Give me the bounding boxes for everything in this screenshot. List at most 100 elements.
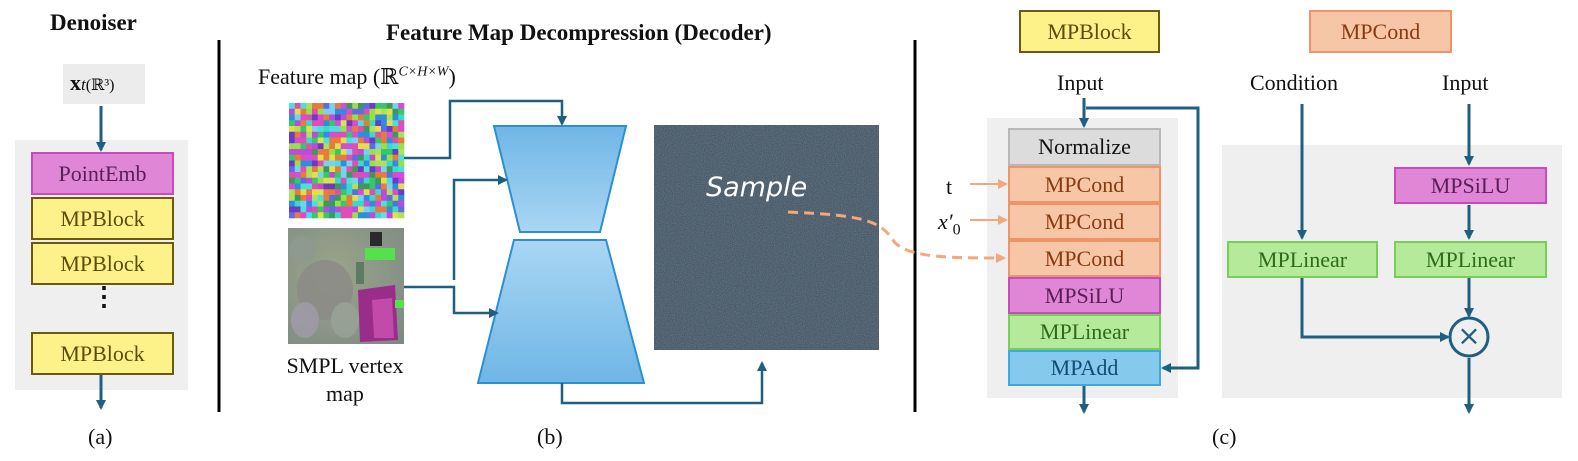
feature-map-cell: [398, 160, 405, 167]
feature-map-cell: [369, 131, 376, 138]
feature-map-cell: [312, 154, 319, 161]
feature-map-cell: [358, 149, 365, 156]
feature-map-cell: [346, 166, 353, 173]
feature-map-cell: [381, 131, 388, 138]
feature-map-cell: [375, 108, 382, 115]
feature-map-cell: [335, 131, 342, 138]
feature-map-cell: [300, 206, 307, 213]
feature-map-cell: [323, 212, 330, 219]
feature-map-cell: [375, 137, 382, 144]
feature-map-cell: [375, 131, 382, 138]
feature-map-cell: [329, 195, 336, 202]
feature-map-cell: [329, 149, 336, 156]
feature-map-cell: [346, 172, 353, 179]
feature-map-cell: [340, 166, 347, 173]
feature-map-cell: [300, 183, 307, 190]
feature-map-cell: [294, 160, 301, 167]
feature-map-cell: [392, 177, 399, 184]
feature-map-cell: [358, 160, 365, 167]
feature-map-cell: [352, 137, 359, 144]
feature-map-cell: [323, 131, 330, 138]
feature-map-cell: [381, 137, 388, 144]
feature-map-cell: [381, 189, 388, 196]
feature-map-cell: [335, 206, 342, 213]
feature-map-cell: [335, 126, 342, 133]
feature-map-cell: [329, 131, 336, 138]
feature-map-cell: [369, 126, 376, 133]
feature-map-cell: [386, 114, 393, 121]
feature-map-cell: [300, 120, 307, 127]
feature-map-cell: [386, 195, 393, 202]
feature-map-cell: [386, 120, 393, 127]
feature-map-cell: [294, 195, 301, 202]
arrow-smpl-to-encoder: [452, 175, 508, 280]
feature-map-cell: [346, 103, 353, 110]
feature-map-cell: [381, 212, 388, 219]
feature-map-cell: [323, 154, 330, 161]
feature-map-cell: [381, 195, 388, 202]
feature-map-cell: [335, 120, 342, 127]
feature-map-cell: [312, 143, 319, 150]
feature-map-cell: [381, 149, 388, 156]
feature-map-cell: [340, 137, 347, 144]
mpcond-layer-2: MPCond: [1008, 203, 1161, 240]
feature-map-cell: [398, 200, 405, 207]
caption-b: (b): [537, 424, 563, 449]
feature-map-cell: [346, 126, 353, 133]
feature-map-cell: [294, 206, 301, 213]
feature-map-cell: [329, 120, 336, 127]
feature-map-cell: [340, 200, 347, 207]
feature-map-cell: [294, 177, 301, 184]
feature-map-cell: [363, 160, 370, 167]
arrow-feature-to-top: [404, 99, 567, 160]
feature-map-cell: [369, 200, 376, 207]
feature-map-cell: [381, 166, 388, 173]
feature-map-cell: [375, 189, 382, 196]
feature-map-cell: [363, 120, 370, 127]
feature-map-cell: [363, 189, 370, 196]
feature-map-cell: [392, 166, 399, 173]
feature-map-cell: [312, 108, 319, 115]
feature-map-cell: [375, 177, 382, 184]
feature-map-cell: [300, 212, 307, 219]
feature-map-cell: [340, 114, 347, 121]
feature-map-cell: [335, 137, 342, 144]
feature-map-cell: [317, 103, 324, 110]
feature-map-cell: [300, 200, 307, 207]
feature-map-cell: [392, 108, 399, 115]
feature-map-cell: [335, 143, 342, 150]
feature-map-cell: [289, 177, 296, 184]
feature-map-cell: [352, 177, 359, 184]
feature-map-cell: [358, 103, 365, 110]
feature-map-cell: [381, 172, 388, 179]
feature-map-cell: [346, 212, 353, 219]
feature-map-cell: [398, 183, 405, 190]
feature-map-cell: [340, 160, 347, 167]
feature-map-cell: [375, 154, 382, 161]
feature-map-cell: [317, 137, 324, 144]
feature-map-cell: [329, 206, 336, 213]
feature-map-cell: [317, 206, 324, 213]
feature-map-cell: [317, 149, 324, 156]
feature-map-cell: [363, 195, 370, 202]
feature-map-cell: [323, 177, 330, 184]
feature-map-cell: [369, 172, 376, 179]
feature-map-cell: [358, 126, 365, 133]
feature-map-cell: [306, 177, 313, 184]
feature-map-cell: [323, 166, 330, 173]
panel-a-title: Denoiser: [50, 10, 137, 35]
feature-map-cell: [398, 172, 405, 179]
feature-map-cell: [363, 114, 370, 121]
feature-map-cell: [398, 114, 405, 121]
feature-map-cell: [398, 120, 405, 127]
pointemb-block: PointEmb: [31, 152, 174, 195]
feature-map-cell: [363, 108, 370, 115]
feature-map-cell: [317, 131, 324, 138]
feature-map-cell: [340, 183, 347, 190]
feature-map-cell: [289, 160, 296, 167]
feature-map-cell: [300, 143, 307, 150]
feature-map-cell: [375, 143, 382, 150]
feature-map-cell: [358, 172, 365, 179]
feature-map-cell: [346, 206, 353, 213]
mplinear-layer: MPLinear: [1008, 314, 1161, 350]
